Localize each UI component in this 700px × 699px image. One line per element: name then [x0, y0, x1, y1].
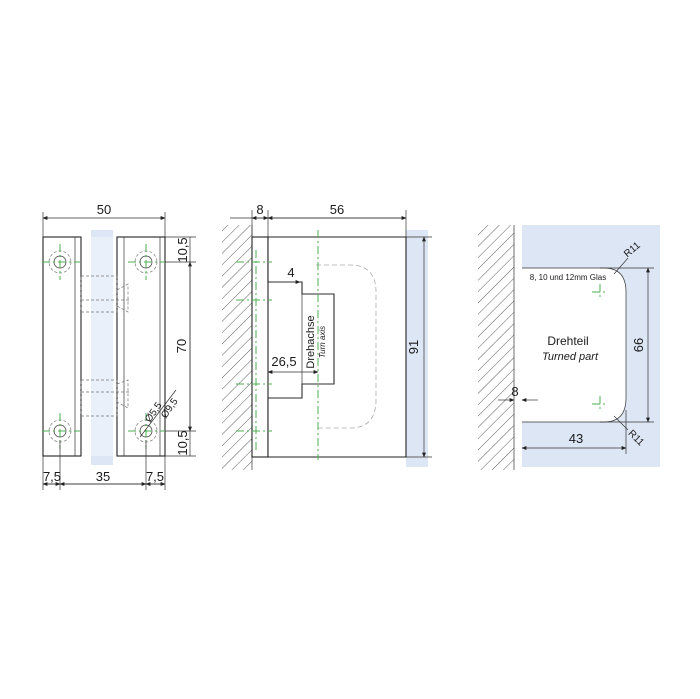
- dim-cutout-height: 66: [631, 338, 646, 352]
- center-mark-top: [592, 284, 608, 300]
- wall-hatch-2: [478, 225, 514, 470]
- part-label-en: Turned part: [542, 351, 599, 363]
- dim-notch: 4: [287, 265, 294, 280]
- right-plate: [116, 236, 166, 457]
- hole-top-left: [42, 244, 80, 280]
- dim-hole-distance: 70: [174, 339, 189, 353]
- part-label-de: Drehteil: [547, 334, 588, 348]
- glass-note: 8, 10 und 12mm Glas: [530, 273, 606, 282]
- dim-bottom-hole: 10,5: [175, 430, 190, 455]
- dim-wall-plate: 8: [256, 202, 263, 217]
- dim-wall-gap: 8: [511, 384, 518, 399]
- hole-top-right: [128, 244, 165, 280]
- dim-top-hole: 10,5: [175, 237, 190, 262]
- center-mark-bottom: [592, 396, 608, 412]
- wall-hatch: [222, 225, 252, 470]
- dim-cutout-depth: 43: [569, 431, 583, 446]
- dim-axis-offset: 26,5: [271, 354, 296, 369]
- axis-label-de: Drehachse: [305, 315, 317, 368]
- dim-body-width: 56: [330, 202, 344, 217]
- front-view: 50 7,5 35 7,5 10,5 70 10,5 Ø5,5 Ø9,5: [42, 202, 196, 490]
- dim-height: 91: [406, 340, 421, 354]
- axis-label-en: Turn axis: [318, 326, 327, 358]
- glass-cutout-view: 8, 10 und 12mm Glas Drehteil Turned part…: [478, 225, 660, 470]
- hole-bottom-right: [128, 413, 165, 449]
- dim-width-total: 50: [97, 202, 111, 217]
- dim-hole-edge-right: 7,5: [146, 469, 164, 484]
- dim-hole-spacing: 35: [96, 469, 110, 484]
- dim-hole-edge-left: 7,5: [43, 469, 61, 484]
- side-view: 8 56 4 26,5 Drehachse Turn axis 91: [222, 202, 432, 470]
- wall-plate: [251, 236, 269, 458]
